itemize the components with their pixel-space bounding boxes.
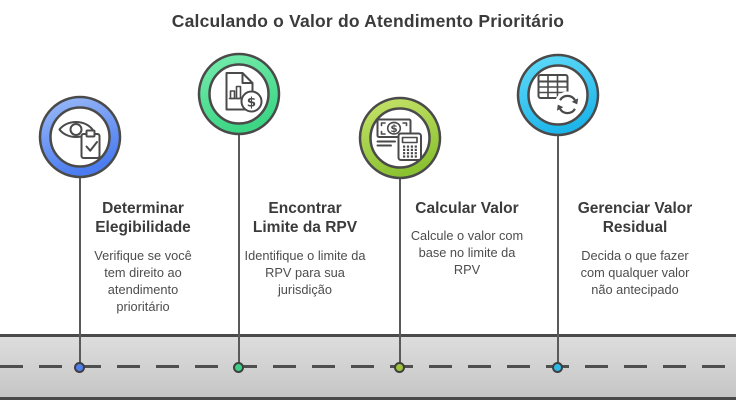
timeline-marker-dot bbox=[74, 361, 85, 373]
connector-line bbox=[78, 176, 81, 366]
connector-line bbox=[556, 134, 559, 366]
step-heading: Determinar Elegibilidade bbox=[95, 200, 191, 237]
step-heading: Calcular Valor bbox=[415, 200, 519, 217]
road-center-dashed-line bbox=[0, 365, 736, 368]
calculator-keys bbox=[403, 145, 417, 158]
svg-text:$: $ bbox=[247, 95, 256, 111]
banknote-calculator-icon: $ bbox=[376, 118, 422, 161]
step-circle: $ bbox=[358, 96, 442, 180]
timeline-marker-dot bbox=[394, 361, 405, 373]
step-circle bbox=[516, 53, 600, 137]
step-heading: Gerenciar Valor Residual bbox=[577, 200, 693, 237]
step-circle: $ bbox=[197, 52, 281, 136]
step-description: Verifique se você tem direito ao atendim… bbox=[94, 247, 192, 314]
step-description: Decida o que fazer com qualquer valor nã… bbox=[580, 247, 690, 297]
diagram-title: Calculando o Valor do Atendimento Priori… bbox=[171, 11, 565, 31]
step-description: Calcule o valor com base no limite da RP… bbox=[410, 228, 524, 278]
step-description: Identifique o limite da RPV para sua jur… bbox=[244, 247, 366, 297]
timeline-marker-dot bbox=[233, 361, 244, 373]
connector-line bbox=[398, 177, 401, 366]
road-bottom-edge bbox=[0, 397, 736, 400]
eye-clipboard-check-icon bbox=[58, 121, 101, 159]
svg-text:$: $ bbox=[390, 123, 397, 135]
step-circle bbox=[38, 95, 122, 179]
timeline-marker-dot bbox=[552, 361, 563, 373]
road-top-edge bbox=[0, 334, 736, 337]
step-heading: Encontrar Limite da RPV bbox=[252, 200, 358, 237]
table-refresh-icon bbox=[537, 74, 581, 118]
document-chart-dollar-icon: $ bbox=[225, 72, 263, 113]
connector-line bbox=[237, 133, 240, 366]
